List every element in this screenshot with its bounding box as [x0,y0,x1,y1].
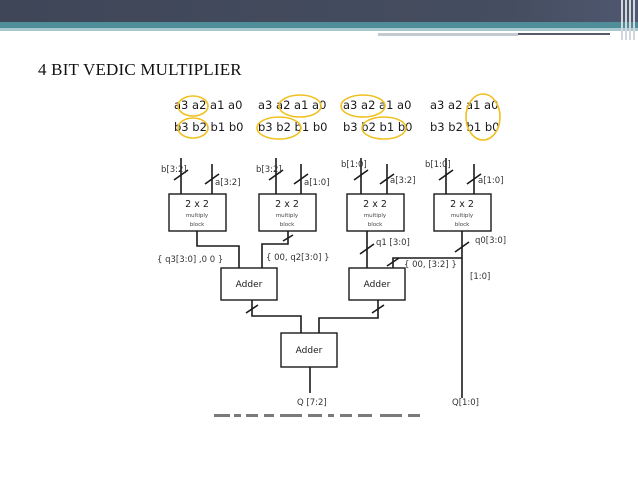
block-subtitle: multiply [364,213,387,219]
header-light-stripe [0,28,638,31]
signal-label: q1 [3:0] [376,238,410,248]
bus-marker [268,169,284,181]
block-subtitle: multiply [186,213,209,219]
bus-marker [353,169,369,181]
input-label: b[3:2] [256,165,282,175]
block-subtitle: block [455,222,470,228]
highlight-circle [361,116,407,140]
bus-marker [379,173,395,185]
signal-label: [1:0] [470,272,490,282]
input-label: a[1:0] [304,178,330,188]
header-vbar [633,0,635,40]
highlight-circle [278,94,322,118]
signal-label: { 00, [3:2] } [404,260,457,270]
header-vbar [629,0,631,40]
bus-marker [371,304,385,314]
clipped-caption [214,414,420,417]
block-title: 2 x 2 [363,199,387,210]
operand-b: b3 b2 b1 b0 [258,120,327,134]
header-accent-stripe [0,22,638,28]
adder-label: Adder [296,346,323,356]
block-subtitle: multiply [451,213,474,219]
output-label: Q [7:2] [297,398,327,408]
header-dark-stripe [518,33,610,35]
input-label: a[3:2] [215,178,241,188]
highlight-circle [177,95,209,117]
wire-q3 [196,231,240,268]
operand-a: a3 a2 a1 a0 [258,98,326,112]
operand-a: a3 a2 a1 a0 [430,98,498,112]
adder-block: Adder [348,267,406,301]
input-label: a[3:2] [390,176,416,186]
output-label: Q[1:0] [452,398,479,408]
header-vbar [625,0,627,40]
slide-title: 4 BIT VEDIC MULTIPLIER [38,60,242,79]
header-bar [0,0,638,22]
bus-marker [466,173,482,185]
adder-block: Adder [280,332,338,368]
block-title: 2 x 2 [275,199,299,210]
block-subtitle: block [368,222,383,228]
signal-label: q0[3:0] [475,236,506,246]
wire-adder1-out [251,300,302,333]
multiply-block: 2 x 2 multiply block [346,193,405,232]
bus-marker [282,234,294,242]
input-label: b[1:0] [425,160,451,170]
operand-a: a3 a2 a1 a0 [343,98,411,112]
adder-block: Adder [220,267,278,301]
block-subtitle: multiply [276,213,299,219]
operand-b: b3 b2 b1 b0 [343,120,412,134]
input-label: b[1:0] [341,160,367,170]
bus-marker [438,169,454,181]
signal-label: { q3[3:0] ,0 0 } [157,255,223,265]
header-grey-stripe [378,33,518,36]
wire-q0-high [392,257,462,268]
bus-marker [386,257,400,267]
bus-marker [173,169,189,181]
highlight-circle [256,116,302,140]
operand-b: b3 b2 b1 b0 [430,120,499,134]
bus-marker [293,173,309,185]
multiply-block: 2 x 2 multiply block [258,193,317,232]
multiply-block: 2 x 2 multiply block [433,193,492,232]
block-subtitle: block [280,222,295,228]
block-subtitle: block [190,222,205,228]
signal-label: { 00, q2[3:0] } [266,253,330,263]
block-title: 2 x 2 [185,199,209,210]
bus-marker [359,243,375,255]
input-label: b[3:2] [161,165,187,175]
adder-label: Adder [236,280,263,290]
multiply-block: 2 x 2 multiply block [168,193,227,232]
bus-marker [245,304,259,314]
bus-marker [454,241,470,253]
wire-adder2-out [318,300,379,333]
bus-marker [204,173,220,185]
highlight-circle [340,94,386,118]
header-vbar [621,0,623,40]
highlight-circle [177,117,209,139]
highlight-circle [465,93,501,141]
block-title: 2 x 2 [450,199,474,210]
input-label: a[1:0] [478,176,504,186]
adder-label: Adder [364,280,391,290]
